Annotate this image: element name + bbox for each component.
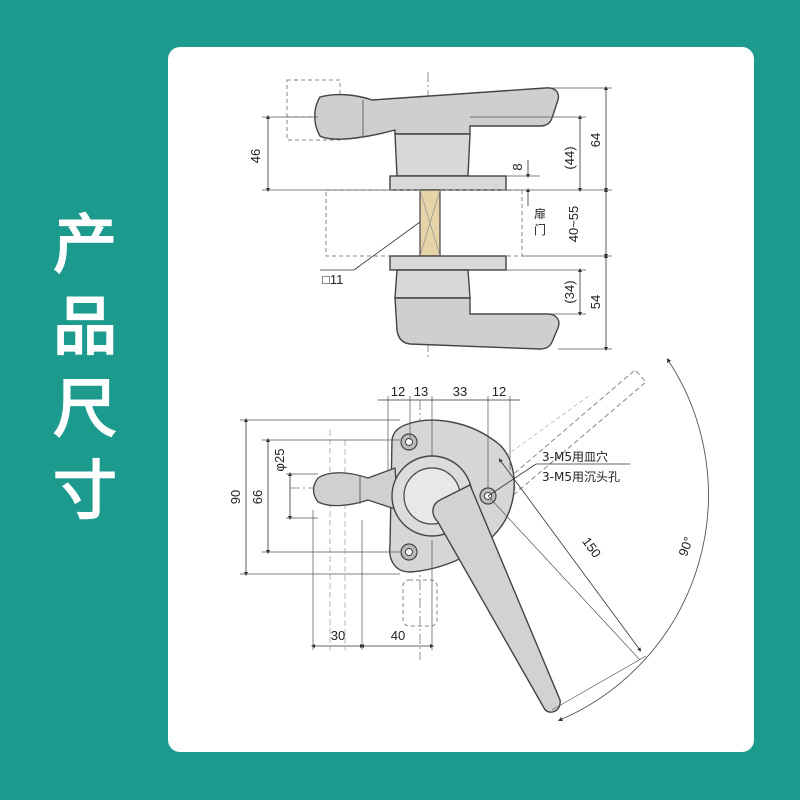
dim-12b-label: 12 [492,384,506,399]
dim-40-55-label: 40~55 [566,206,581,243]
dim-66-label: 66 [250,490,265,504]
dim-150-label: 150 [579,534,604,560]
note-countersink-2: 3-M5用沉头孔 [542,470,620,484]
dim-64-label: 64 [588,133,603,147]
dim-30-label: 30 [331,628,345,643]
rotation-arc [557,358,709,722]
dim-13-label: 13 [414,384,428,399]
door-label-2: 门 [534,222,546,237]
upper-flange [389,175,507,191]
upper-lever-handle [314,87,560,140]
dim-12a-label: 12 [391,384,405,399]
lower-flange [389,255,507,271]
shaft-size-label: □11 [322,272,343,287]
drawing-panel: 46 64 (44) 8 40~55 扉 门 □11 [168,47,754,752]
door-label-1: 扉 [534,207,546,221]
dim-54-label: 54 [588,295,603,309]
technical-drawing: 46 64 (44) 8 40~55 扉 门 □11 [228,72,709,722]
lower-boss-outline [402,579,438,627]
dim-90-label: 90 [228,490,243,504]
upper-boss [394,133,471,177]
title-char-4: 寸 [53,455,117,529]
note-countersink-1: 3-M5用皿穴 [542,449,608,464]
knob-grip [312,467,399,511]
dim-8-label: 8 [510,163,525,170]
rotated-handle-outline [286,79,341,141]
dim-33-label: 33 [453,384,467,399]
dim-46-label: 46 [248,149,263,163]
title-char-2: 品 [53,291,117,365]
dim-40-label: 40 [391,628,405,643]
dim-90deg-label: 90° [675,535,696,559]
side-view: 46 64 (44) 8 40~55 扉 门 □11 [248,72,612,360]
dim-phi25-label: φ25 [272,449,287,472]
title-char-3: 尺 [53,373,117,447]
top-view: 90° 12 13 [228,358,709,722]
lever-arm [432,484,561,713]
lower-lever-handle [394,297,560,350]
dim-44-label: (44) [562,146,577,169]
product-dimensions-title: 产 品 尺 寸 [40,205,130,533]
lower-boss [394,269,471,299]
title-char-1: 产 [53,209,117,283]
dim-34-label: (34) [562,280,577,303]
